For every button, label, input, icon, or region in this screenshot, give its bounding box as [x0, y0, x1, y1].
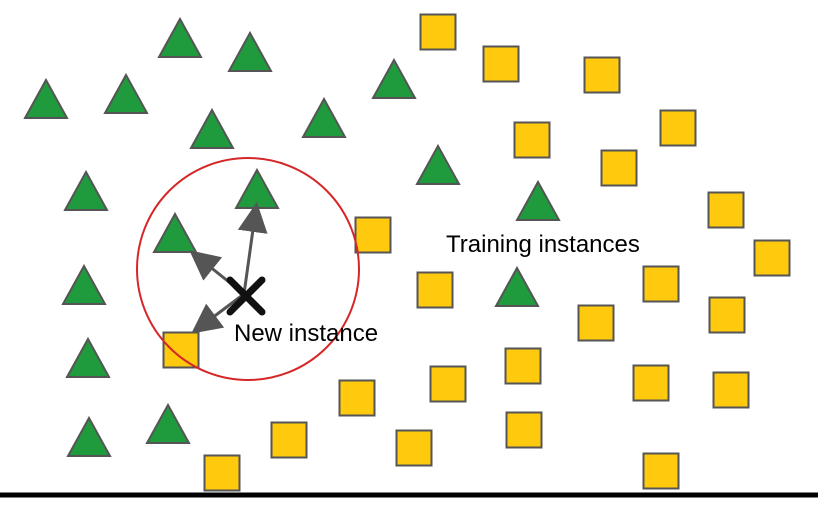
square-instance [642, 265, 680, 303]
triangle-instance [301, 96, 347, 138]
square-instance [419, 13, 457, 51]
triangle-instance [66, 415, 112, 457]
square-instance [513, 121, 551, 159]
square-instance [632, 364, 670, 402]
square-instance [354, 216, 392, 254]
square-instance [338, 379, 376, 417]
square-instance [395, 429, 433, 467]
square-instance [708, 296, 746, 334]
triangle-instances [23, 16, 561, 457]
square-instance [203, 454, 241, 492]
triangle-instance [371, 57, 417, 99]
triangle-instance [152, 211, 198, 253]
triangle-instance [189, 107, 235, 149]
square-instances [162, 13, 791, 492]
square-instance [577, 304, 615, 342]
square-instance [600, 149, 638, 187]
square-instance [162, 331, 200, 369]
triangle-instance [157, 16, 203, 58]
square-instance [583, 56, 621, 94]
square-instance [753, 239, 791, 277]
triangle-instance [65, 336, 111, 378]
square-instance [642, 452, 680, 490]
triangle-instance [515, 179, 561, 221]
square-instance [416, 271, 454, 309]
triangle-instance [103, 72, 149, 114]
triangle-instance [61, 263, 107, 305]
square-instance [505, 411, 543, 449]
square-instance [270, 421, 308, 459]
square-instance [482, 45, 520, 83]
triangle-instance [145, 402, 191, 444]
triangle-instance [23, 77, 69, 119]
neighbor-arrow-up [237, 202, 268, 295]
square-instance [707, 191, 745, 229]
square-instance [712, 371, 750, 409]
new-instance-label: New instance [234, 320, 378, 347]
triangle-instance [494, 265, 540, 307]
training-instances-label: Training instances [446, 231, 640, 258]
new-instance-marker [226, 276, 266, 316]
square-instance [429, 365, 467, 403]
square-instance [659, 109, 697, 147]
triangle-instance [415, 143, 461, 185]
triangle-instance [234, 167, 280, 209]
triangle-instance [227, 30, 273, 72]
neighborhood-circle [136, 157, 360, 381]
triangle-instance [63, 169, 109, 211]
square-instance [504, 347, 542, 385]
neighbor-arrow-down [191, 292, 245, 334]
